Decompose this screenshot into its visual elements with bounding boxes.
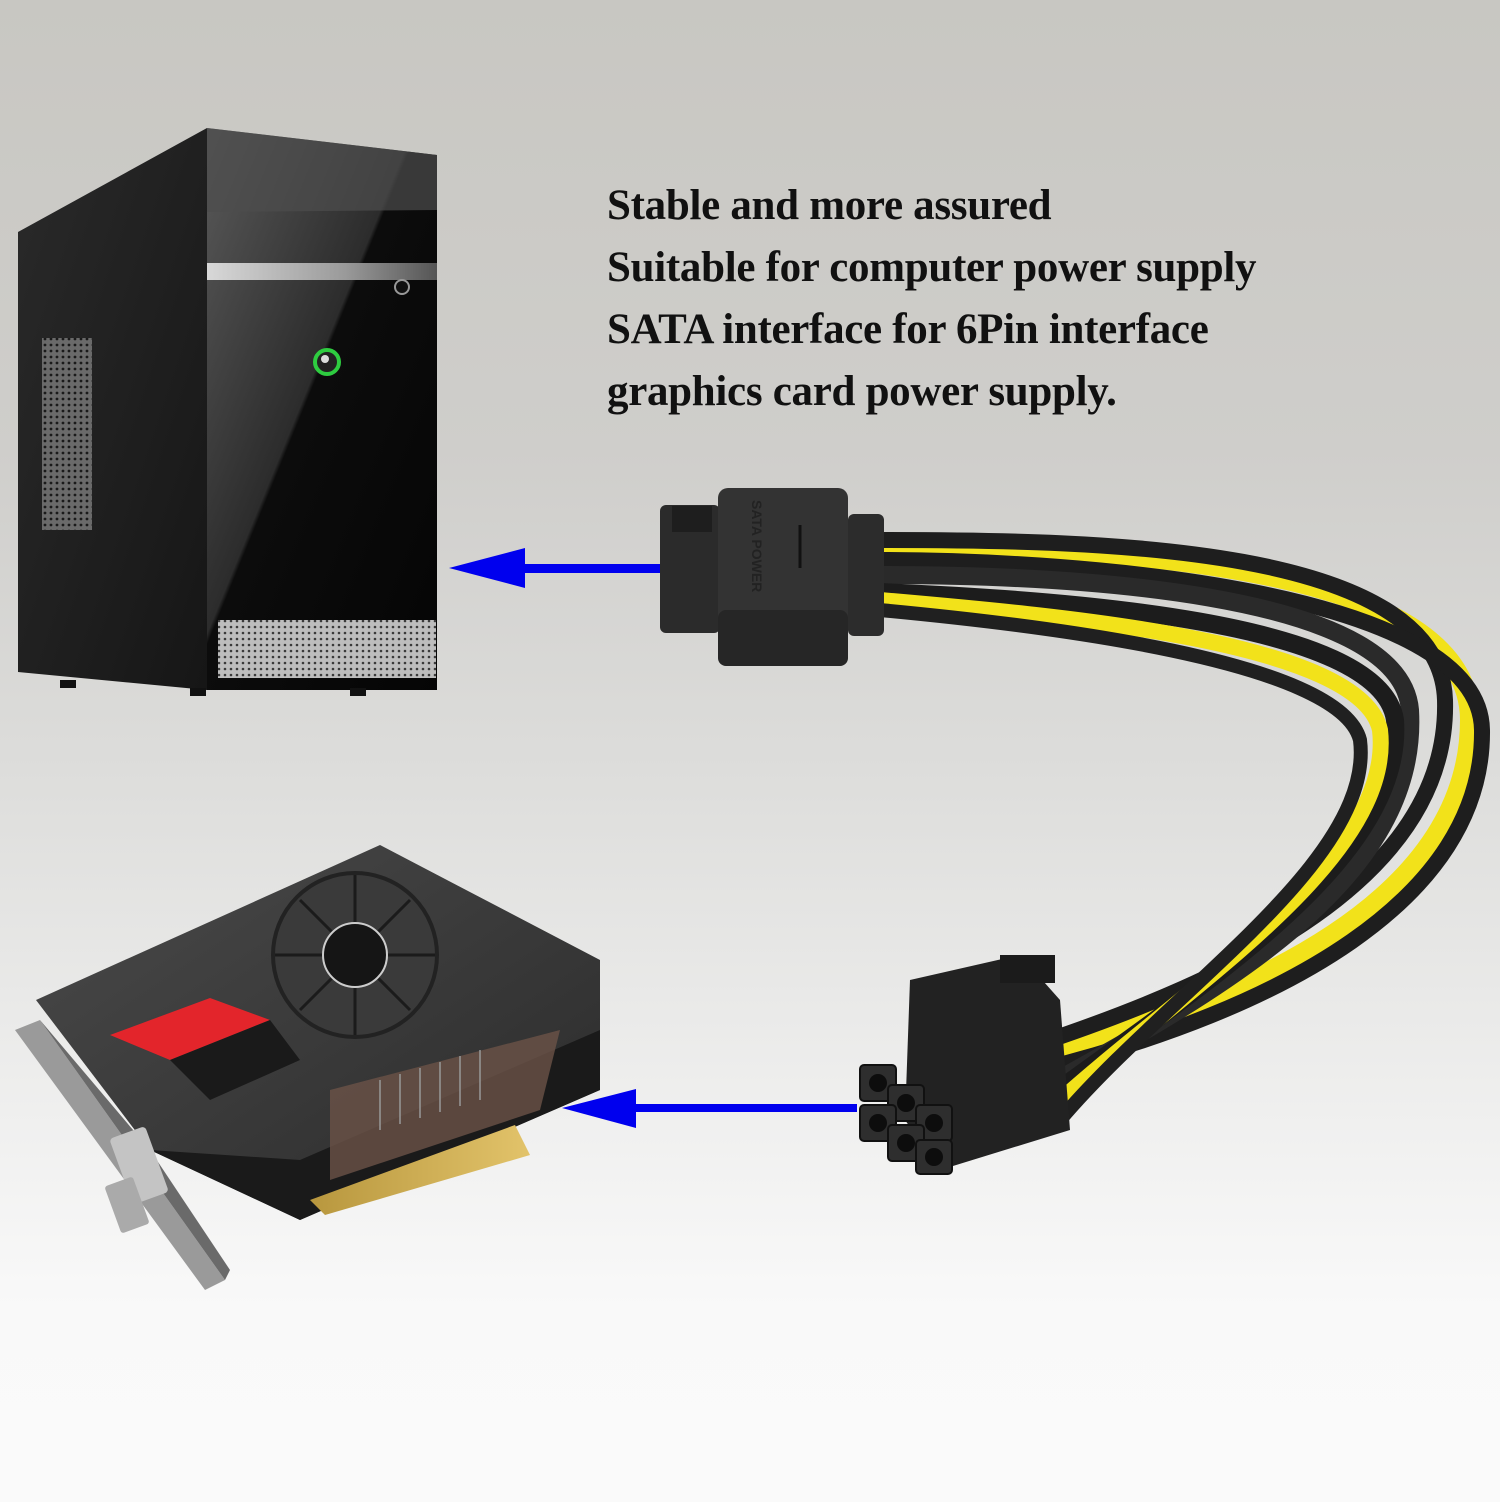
side-vent <box>42 338 92 530</box>
heatsink <box>330 1030 560 1180</box>
caption-line-1: Stable and more assured <box>607 182 1052 229</box>
caption-line-3: SATA interface for 6Pin interface <box>607 306 1209 353</box>
front-vent <box>218 620 436 678</box>
gpu-red-accent <box>110 998 270 1060</box>
caption-line-2: Suitable for computer power supply <box>607 244 1257 291</box>
front-chrome-strip <box>207 263 437 280</box>
arrow-to-pc-icon <box>449 548 662 588</box>
pcie-gold-fingers <box>310 1125 530 1215</box>
pc-case <box>18 128 437 696</box>
cable-bundle <box>870 532 1491 1127</box>
arrow-to-gpu-icon <box>562 1089 857 1128</box>
reset-button-icon <box>394 279 410 295</box>
caption-block: Stable and more assured Suitable for com… <box>607 175 1327 423</box>
pcie-6pin-connector <box>859 955 1070 1175</box>
graphics-card <box>15 845 600 1290</box>
caption-line-4: graphics card power supply. <box>607 368 1117 415</box>
sata-connector: SATA POWER <box>660 488 884 666</box>
sata-power-label: SATA POWER <box>749 500 765 592</box>
